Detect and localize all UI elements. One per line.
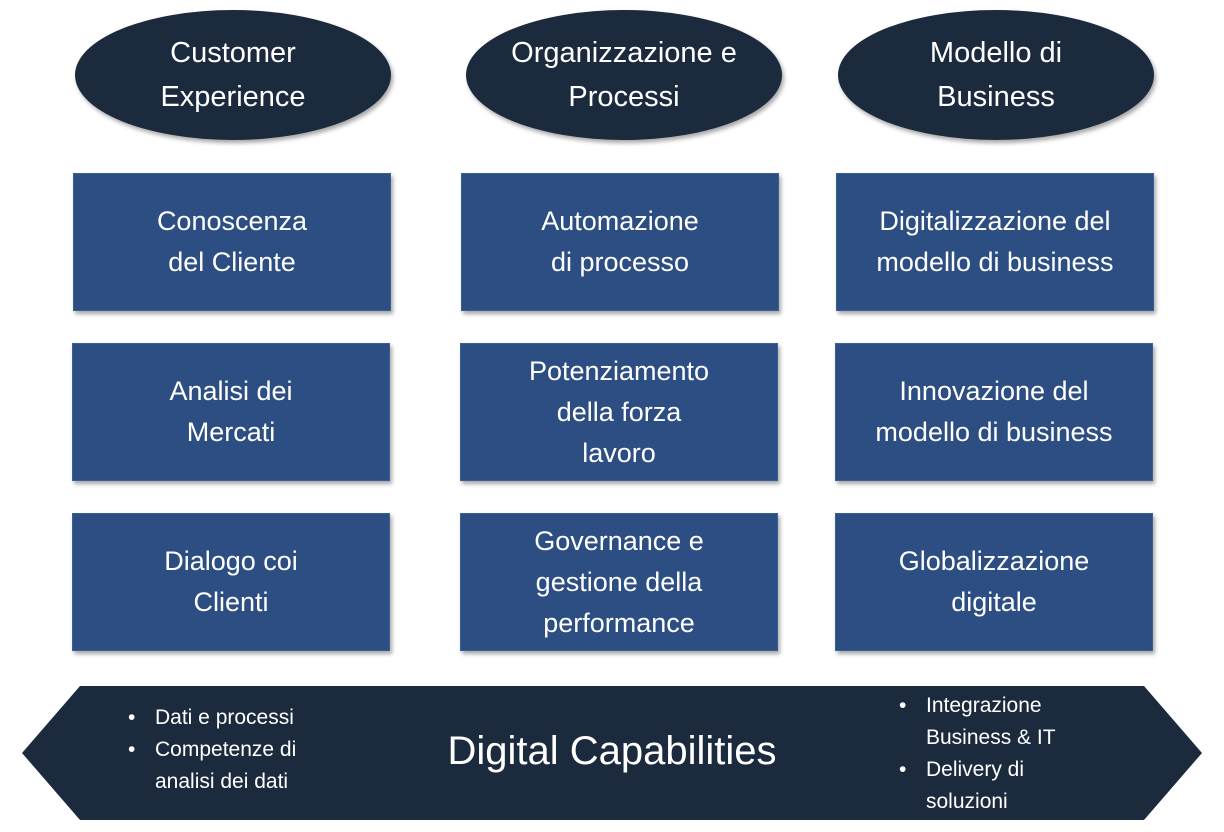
pillar-header-modello-business: Modello di Business — [838, 10, 1154, 140]
banner-left-bullets: Dati e processi Competenze di analisi de… — [122, 702, 296, 798]
capability-label: Innovazione del modello di business — [875, 376, 1113, 447]
bullet-item: Dati e processi — [122, 702, 296, 734]
capability-label: Analisi dei Mercati — [169, 376, 293, 447]
pillar-title: Customer Experience — [160, 37, 306, 113]
pillar-title: Organizzazione e Processi — [511, 37, 737, 113]
pillar-header-customer-experience: Customer Experience — [75, 10, 391, 140]
banner-right-bullets: Integrazione Business & IT Delivery di s… — [893, 690, 1056, 818]
banner-title: Digital Capabilities — [447, 729, 777, 773]
capability-box: Potenziamento della forza lavoro — [460, 343, 778, 481]
capability-label: Digitalizzazione del modello di business — [876, 206, 1114, 277]
capability-box: Analisi dei Mercati — [72, 343, 390, 481]
capability-label: Governance e gestione della performance — [534, 525, 704, 638]
capability-box: Digitalizzazione del modello di business — [836, 173, 1154, 311]
capability-label: Conoscenza del Cliente — [156, 206, 308, 277]
capability-label: Globalizzazione digitale — [898, 546, 1090, 617]
pillar-title: Modello di Business — [929, 37, 1063, 113]
pillar-header-organizzazione-processi: Organizzazione e Processi — [466, 10, 782, 140]
bullet-item: Delivery di soluzioni — [893, 754, 1056, 818]
capability-box: Dialogo coi Clienti — [72, 513, 390, 651]
capability-label: Automazione di processo — [541, 206, 699, 277]
capability-label: Potenziamento della forza lavoro — [528, 355, 710, 468]
capability-box: Conoscenza del Cliente — [73, 173, 391, 311]
capability-label: Dialogo coi Clienti — [164, 546, 298, 617]
capability-box: Automazione di processo — [461, 173, 779, 311]
bullet-item: Integrazione Business & IT — [893, 690, 1056, 754]
capability-box: Globalizzazione digitale — [835, 513, 1153, 651]
bullet-item: Competenze di analisi dei dati — [122, 734, 296, 798]
capability-box: Innovazione del modello di business — [835, 343, 1153, 481]
capability-box: Governance e gestione della performance — [460, 513, 778, 651]
